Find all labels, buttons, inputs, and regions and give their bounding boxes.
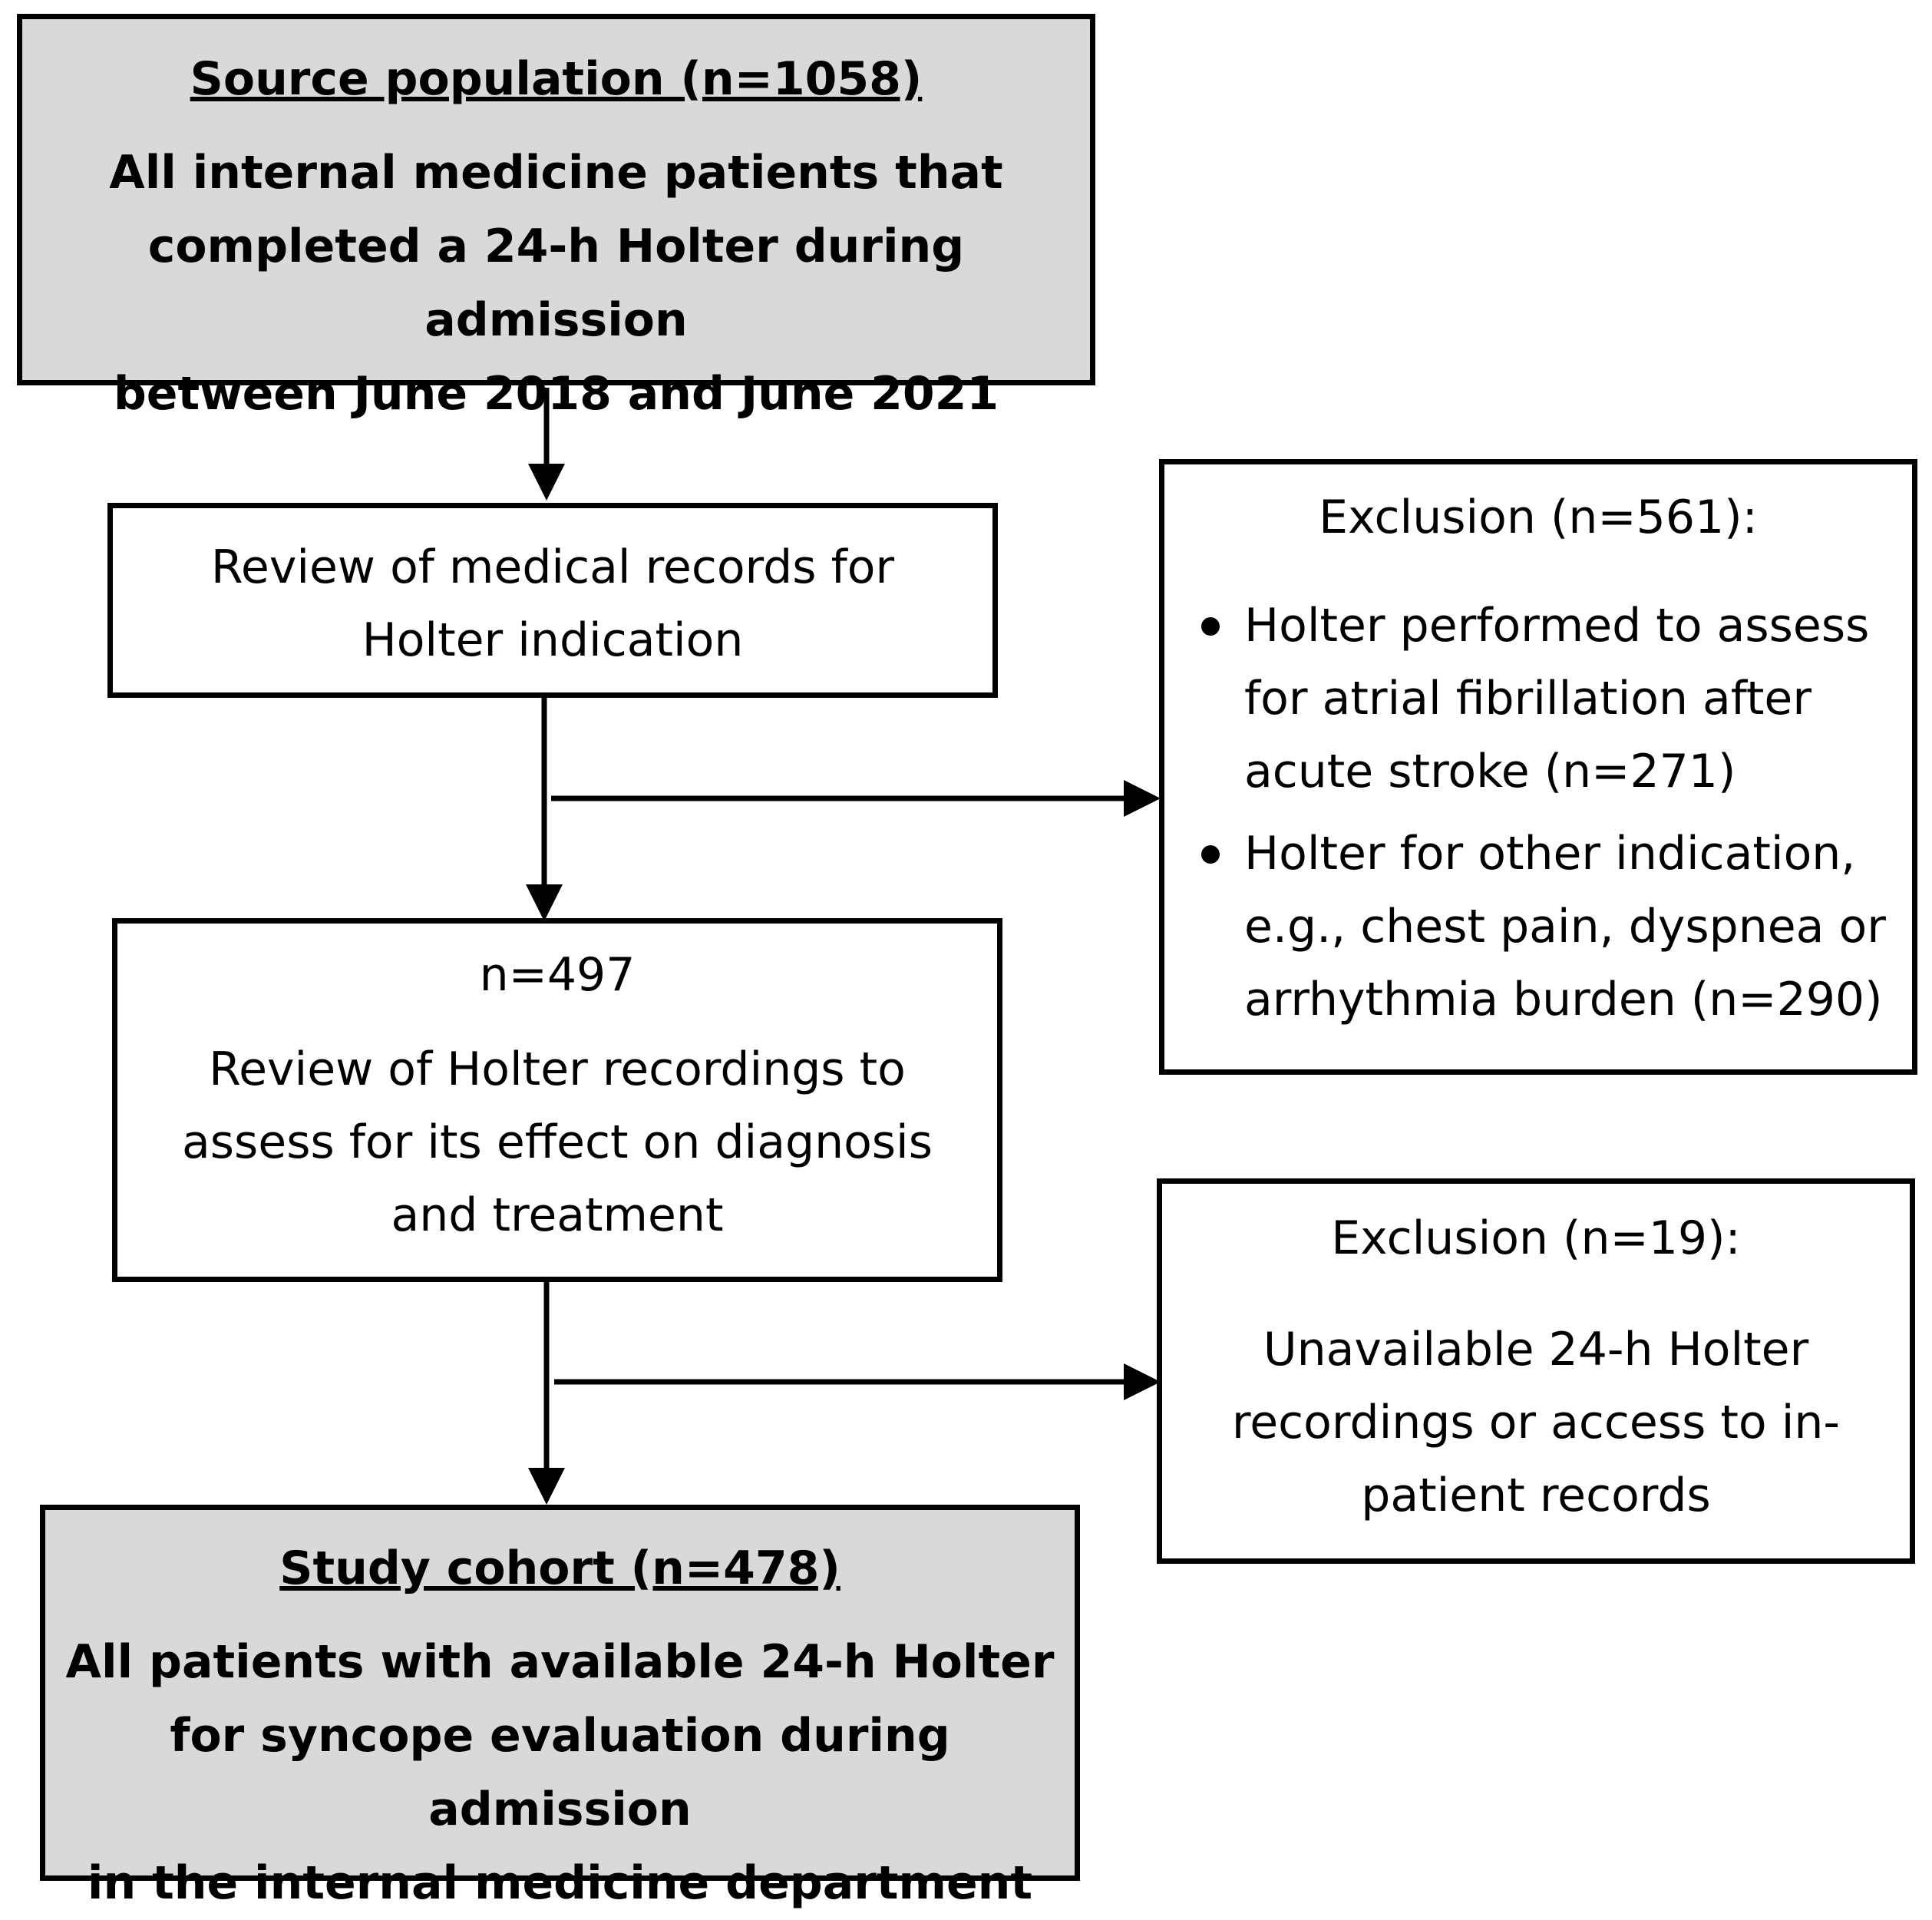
exclusion-2-title: Exclusion (n=19):: [1331, 1211, 1741, 1265]
study-cohort-box: Study cohort (n=478) All patients with a…: [40, 1505, 1080, 1910]
exclusion-1-item-line: acute stroke (n=271): [1244, 745, 1736, 798]
source-population-box: Source population (n=1058) All internal …: [17, 14, 1095, 421]
review-records-line: Review of medical records for: [210, 540, 895, 594]
exclusion-1-item: Holter for other indication, e.g., chest…: [1164, 818, 1912, 1036]
review-holter-line: assess for its effect on diagnosis: [182, 1115, 933, 1169]
arrowhead-down-1: [528, 464, 565, 501]
review-records-line: Holter indication: [362, 613, 744, 667]
review-holter-line: and treatment: [391, 1188, 724, 1242]
study-cohort-heading: Study cohort (n=478): [279, 1542, 841, 1595]
exclusion-1-list: Holter performed to assess for atrial fi…: [1164, 590, 1912, 1036]
arrowhead-down-3: [528, 1468, 565, 1505]
arrowhead-down-2: [526, 884, 563, 921]
exclusion-1-item-line: Holter performed to assess: [1244, 599, 1870, 653]
exclusion-2-line: Unavailable 24-h Holter: [1263, 1323, 1809, 1376]
study-cohort-line: All patients with available 24-h Holter: [65, 1635, 1055, 1689]
arrowhead-right-2: [1124, 1363, 1161, 1400]
review-holter-box: n=497 Review of Holter recordings to ass…: [112, 918, 1002, 1282]
study-cohort-line: in the internal medicine department: [87, 1856, 1033, 1910]
exclusion-1-item-line: arrhythmia burden (n=290): [1244, 973, 1883, 1026]
review-holter-line: Review of Holter recordings to: [209, 1043, 906, 1096]
review-records-box: Review of medical records for Holter ind…: [107, 503, 998, 698]
exclusion-1-item-line: e.g., chest pain, dyspnea or: [1244, 900, 1886, 953]
exclusion-1-item: Holter performed to assess for atrial fi…: [1164, 590, 1912, 808]
exclusion-1-box: Exclusion (n=561): Holter performed to a…: [1159, 459, 1917, 1075]
source-population-line: completed a 24-h Holter during admission: [147, 220, 965, 347]
bullet-icon: [1201, 617, 1220, 636]
study-cohort-line: for syncope evaluation during admission: [170, 1709, 950, 1836]
source-population-line: All internal medicine patients that: [109, 146, 1003, 200]
bullet-icon: [1201, 845, 1220, 864]
exclusion-2-box: Exclusion (n=19): Unavailable 24-h Holte…: [1157, 1178, 1915, 1564]
review-holter-count: n=497: [479, 948, 636, 1002]
arrowhead-right-1: [1124, 780, 1161, 817]
exclusion-1-item-line: for atrial fibrillation after: [1244, 672, 1811, 725]
exclusion-1-item-line: Holter for other indication,: [1244, 827, 1856, 881]
source-population-line: between June 2018 and June 2021: [113, 367, 999, 421]
exclusion-2-line: patient records: [1361, 1469, 1711, 1522]
exclusion-2-line: recordings or access to in-: [1231, 1396, 1841, 1449]
source-population-heading: Source population (n=1058): [190, 52, 923, 106]
exclusion-1-title: Exclusion (n=561):: [1319, 491, 1758, 544]
